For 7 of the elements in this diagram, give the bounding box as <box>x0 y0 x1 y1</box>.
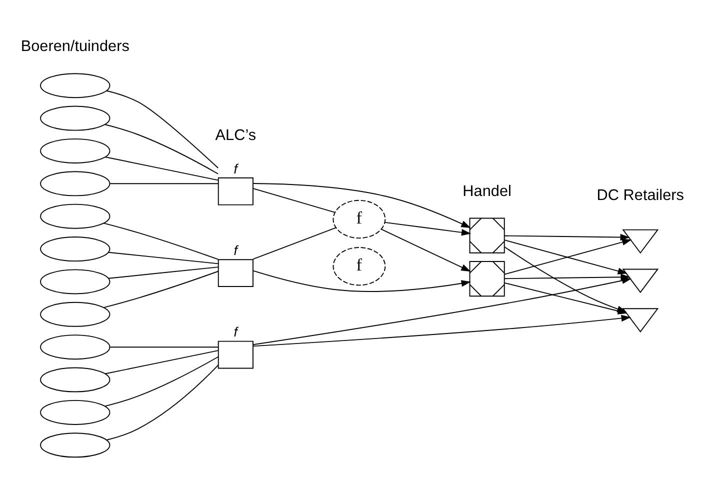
node-label: f <box>234 242 238 258</box>
label: Handel <box>462 182 512 200</box>
node-label: f <box>234 324 238 340</box>
label: Boeren/tuinders <box>20 37 130 54</box>
label: ALC’s <box>215 126 256 144</box>
node-label: f <box>234 160 238 176</box>
label: DC Retailers <box>596 186 684 204</box>
